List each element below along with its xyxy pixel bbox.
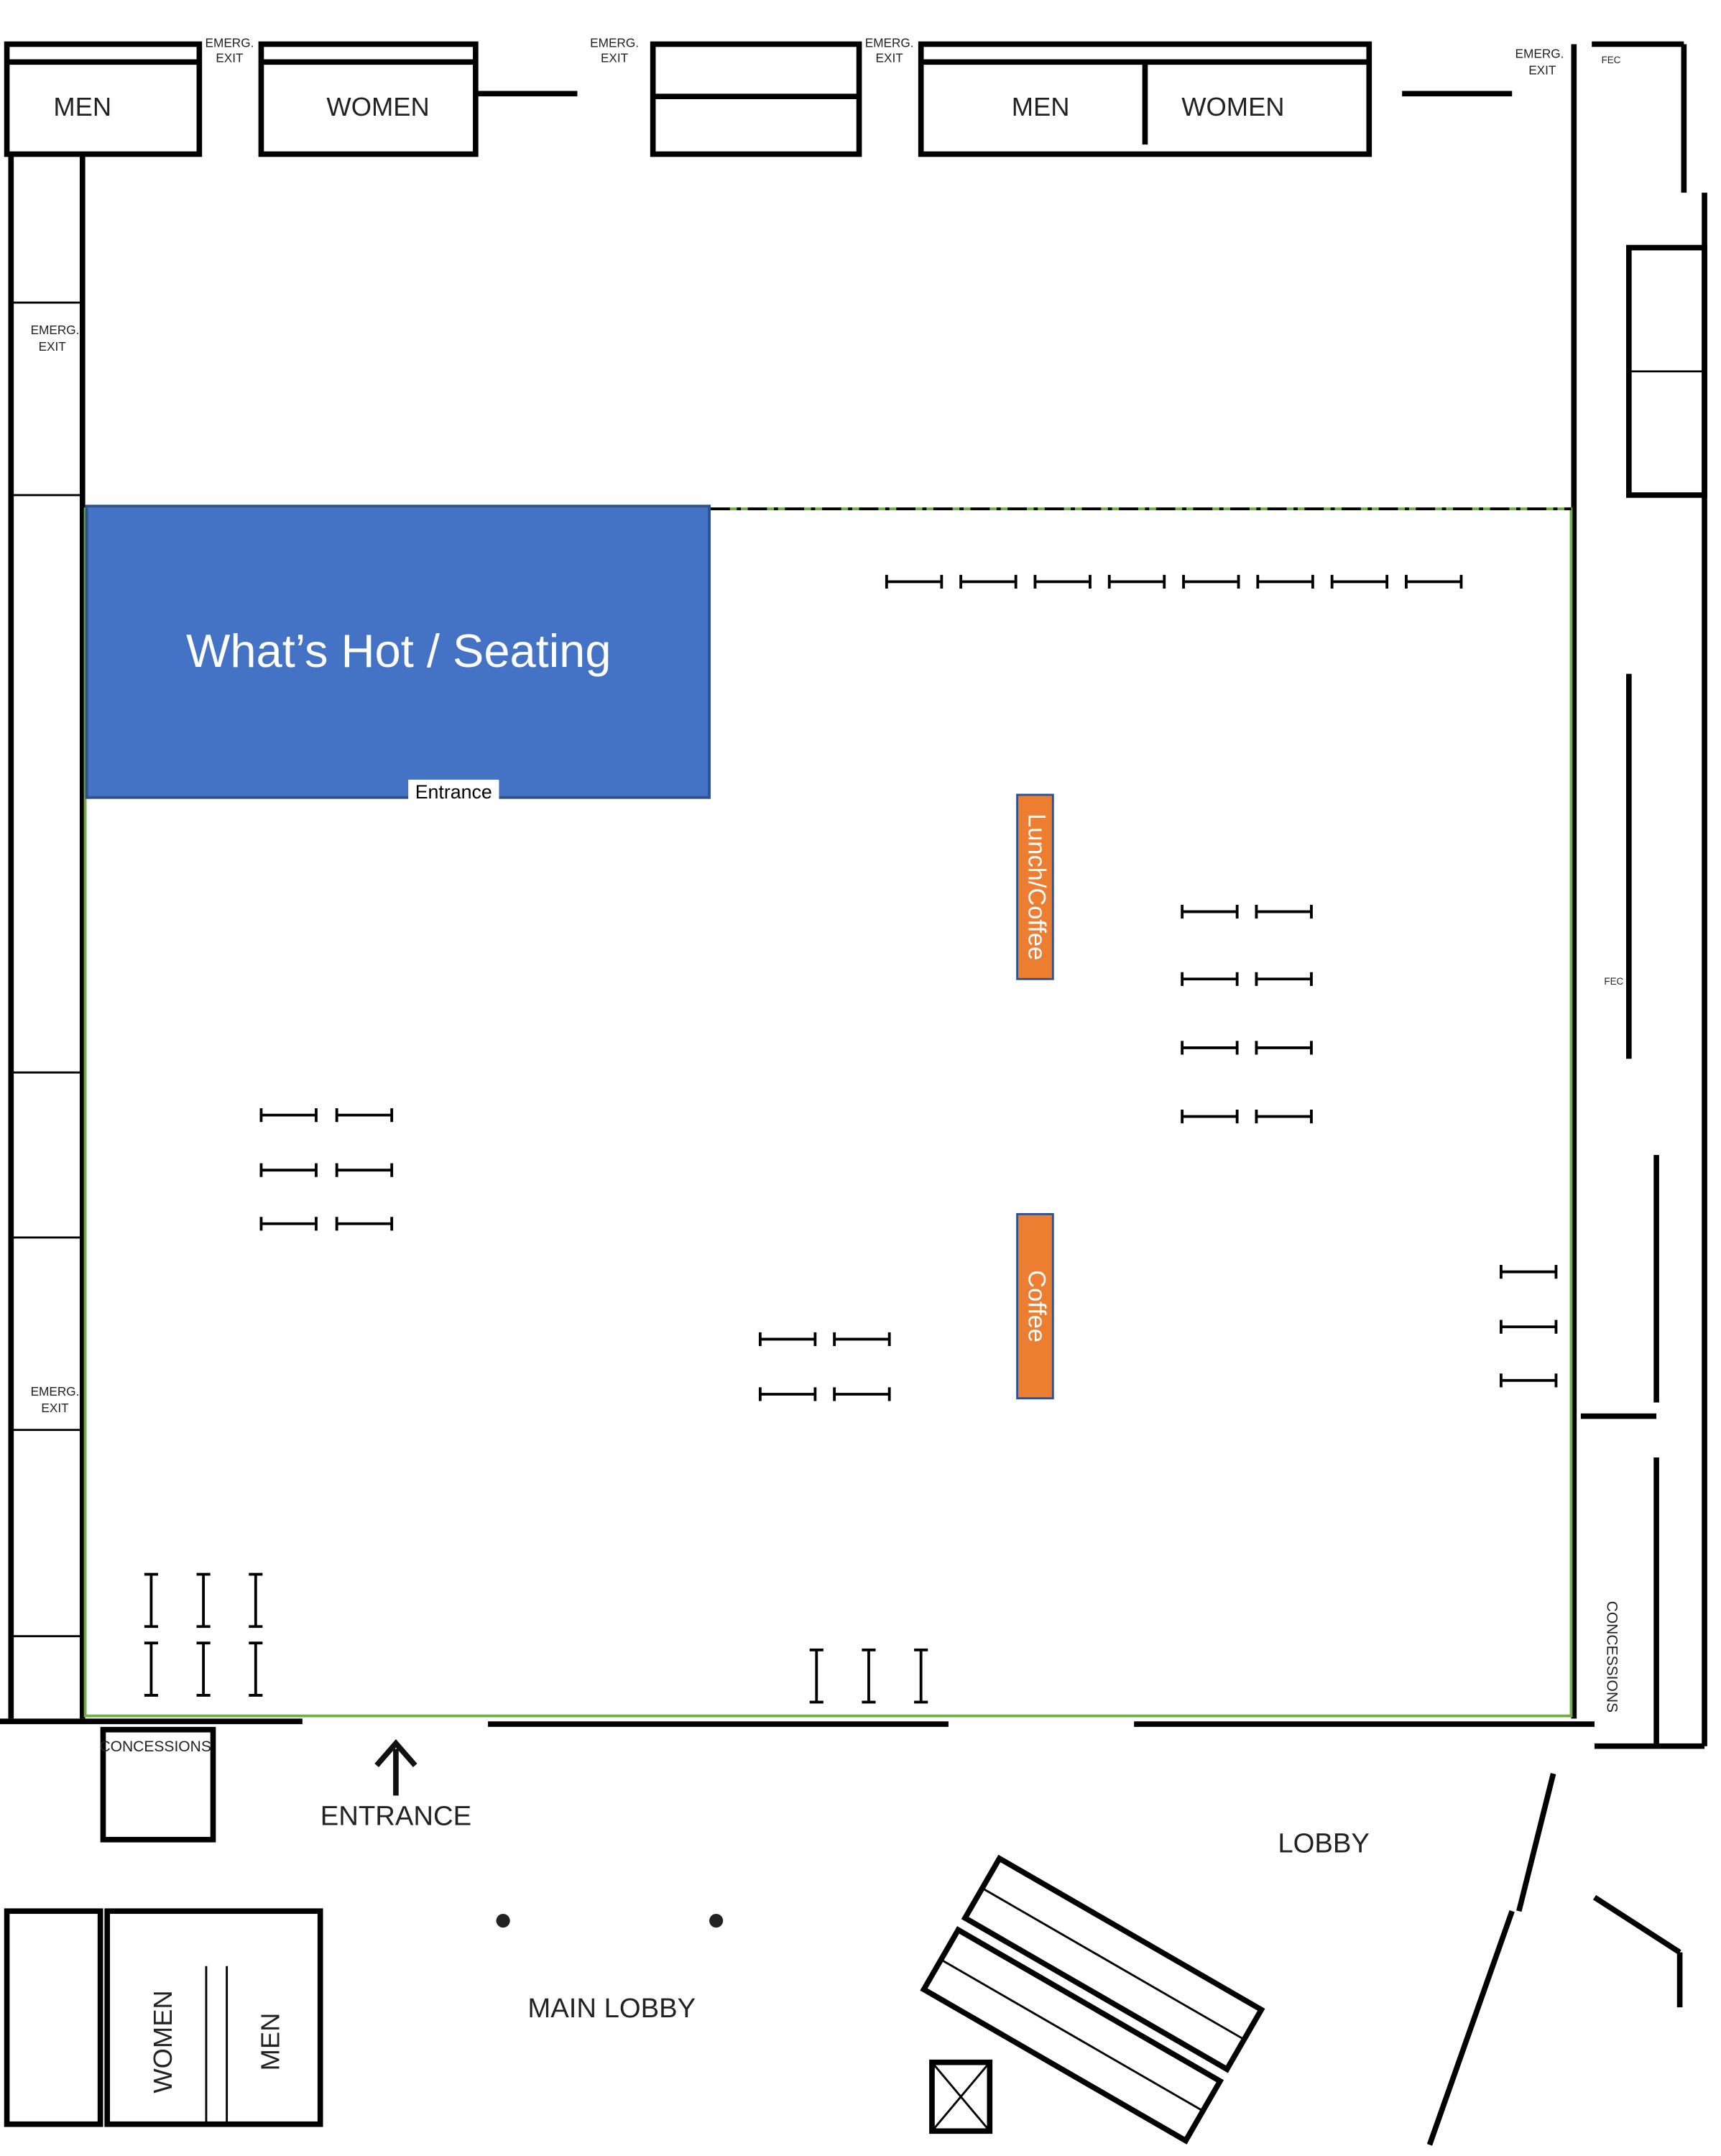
exhibit-table[interactable] [1181, 1041, 1239, 1055]
exhibit-table[interactable] [914, 1648, 928, 1704]
concessions-label: CONCESSIONS [1603, 1601, 1620, 1713]
exhibit-table[interactable] [1255, 1041, 1313, 1055]
room-label-men: MEN [1012, 92, 1070, 121]
exhibit-table[interactable] [335, 1217, 394, 1231]
exhibit-table[interactable] [1256, 574, 1314, 589]
emergency-exit: EMERG.EXIT [865, 35, 914, 65]
fec-label: FEC [1604, 976, 1623, 987]
whats-hot-label: What’s Hot / Seating [186, 625, 611, 677]
seating-entrance-label: Entrance [415, 781, 492, 803]
main-lobby-label: MAIN LOBBY [527, 1993, 696, 2024]
exhibit-table[interactable] [1181, 904, 1239, 919]
svg-text:EMERG.: EMERG. [206, 35, 254, 50]
emergency-exit: EMERG.EXIT [590, 35, 639, 65]
exhibit-table[interactable] [1500, 1265, 1558, 1279]
exhibit-table[interactable] [1181, 972, 1239, 986]
exhibit-table[interactable] [862, 1648, 876, 1704]
room-label-men: MEN [255, 2013, 285, 2071]
fec-label: FEC [1602, 55, 1621, 65]
svg-text:EMERG.: EMERG. [31, 323, 80, 337]
exhibit-table[interactable] [959, 574, 1018, 589]
exhibit-table[interactable] [1255, 1109, 1313, 1124]
room-label-men: MEN [53, 92, 111, 121]
svg-text:EMERG.: EMERG. [1515, 47, 1564, 61]
exhibit-table[interactable] [259, 1163, 318, 1177]
exhibit-table[interactable] [249, 1572, 263, 1628]
concessions-label: CONCESSIONS [99, 1738, 211, 1755]
exhibit-table[interactable] [335, 1163, 394, 1177]
svg-text:EXIT: EXIT [39, 339, 67, 354]
exhibit-table[interactable] [259, 1217, 318, 1231]
exhibit-table[interactable] [1181, 1109, 1239, 1124]
lunch-coffee-label: Lunch/Coffee [1023, 814, 1050, 960]
svg-text:EXIT: EXIT [601, 50, 629, 65]
svg-text:EXIT: EXIT [216, 50, 244, 65]
exhibit-table[interactable] [1500, 1319, 1558, 1334]
exhibit-table[interactable] [885, 574, 943, 589]
exhibit-table[interactable] [1500, 1373, 1558, 1388]
room-label-women: WOMEN [1181, 92, 1284, 121]
room-label-women: WOMEN [148, 1990, 177, 2093]
top-wall-structures [0, 41, 1707, 2146]
exhibit-table[interactable] [1330, 574, 1389, 589]
room-label-women: WOMEN [326, 92, 429, 121]
lobby-label: LOBBY [1278, 1828, 1370, 1859]
exhibit-table[interactable] [196, 1572, 211, 1628]
svg-text:EMERG.: EMERG. [865, 35, 914, 50]
exhibit-tables [144, 574, 1558, 1704]
exhibit-table[interactable] [144, 1641, 158, 1697]
exhibit-table[interactable] [1107, 574, 1166, 589]
emergency-exit: EMERG. EXIT [1515, 47, 1564, 78]
exhibit-table[interactable] [1182, 574, 1240, 589]
exhibit-table[interactable] [144, 1572, 158, 1628]
exhibit-table[interactable] [1405, 574, 1463, 589]
coffee-station[interactable]: Coffee [1016, 1212, 1054, 1400]
lunch-coffee-station[interactable]: Lunch/Coffee [1016, 793, 1054, 980]
svg-text:EXIT: EXIT [876, 50, 904, 65]
svg-text:EXIT: EXIT [41, 1401, 69, 1415]
coffee-label: Coffee [1023, 1270, 1050, 1342]
exhibit-table[interactable] [335, 1108, 394, 1123]
emergency-exit: EMERG. EXIT [31, 1384, 80, 1415]
exhibit-table[interactable] [833, 1387, 891, 1401]
exhibit-table[interactable] [259, 1108, 318, 1123]
entrance-arrow-icon [374, 1739, 417, 1796]
svg-text:EMERG.: EMERG. [590, 35, 639, 50]
svg-text:EMERG.: EMERG. [31, 1384, 80, 1399]
emergency-exit: EMERG.EXIT [206, 35, 254, 65]
exhibit-table[interactable] [249, 1641, 263, 1697]
exhibit-table[interactable] [1255, 904, 1313, 919]
exhibit-table[interactable] [758, 1332, 817, 1347]
exhibit-table[interactable] [833, 1332, 891, 1347]
emergency-exit: EMERG. EXIT [31, 323, 80, 354]
exhibit-table[interactable] [196, 1641, 211, 1697]
svg-text:EXIT: EXIT [1528, 63, 1556, 78]
exhibit-table[interactable] [758, 1387, 817, 1401]
exhibit-table[interactable] [1255, 972, 1313, 986]
whats-hot-seating-area[interactable]: What’s Hot / Seating Entrance [85, 505, 711, 803]
entrance-label: ENTRANCE [320, 1800, 471, 1831]
exhibit-table[interactable] [1033, 574, 1092, 589]
exhibit-table[interactable] [809, 1648, 823, 1704]
